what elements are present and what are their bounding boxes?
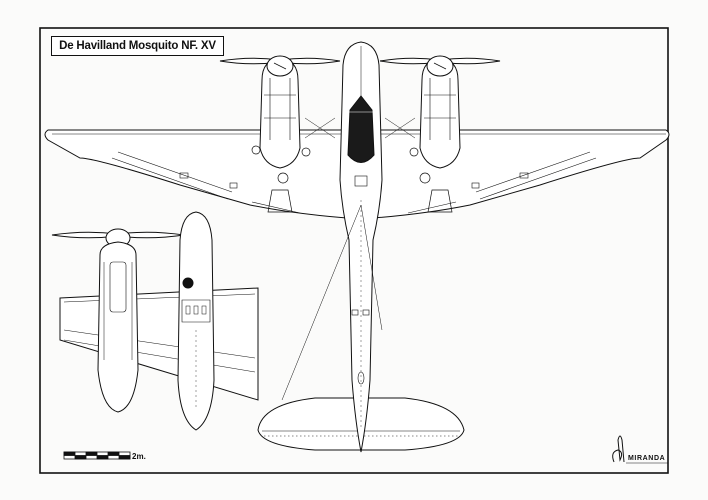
cockpit-canopy xyxy=(347,95,375,163)
detail-view xyxy=(51,211,259,431)
drawing-title: De Havilland Mosquito NF. XV xyxy=(59,40,216,52)
author-signature: MIRANDA xyxy=(628,455,666,462)
drawing-title-box: De Havilland Mosquito NF. XV xyxy=(51,36,224,56)
scale-label: 2m. xyxy=(132,452,146,461)
detail-engine-nacelle xyxy=(97,241,139,413)
top-view xyxy=(44,41,670,453)
author-signature-mark xyxy=(612,435,668,464)
drawing-frame xyxy=(39,27,669,474)
detail-fuselage xyxy=(177,211,215,431)
scale-bar xyxy=(63,451,131,460)
